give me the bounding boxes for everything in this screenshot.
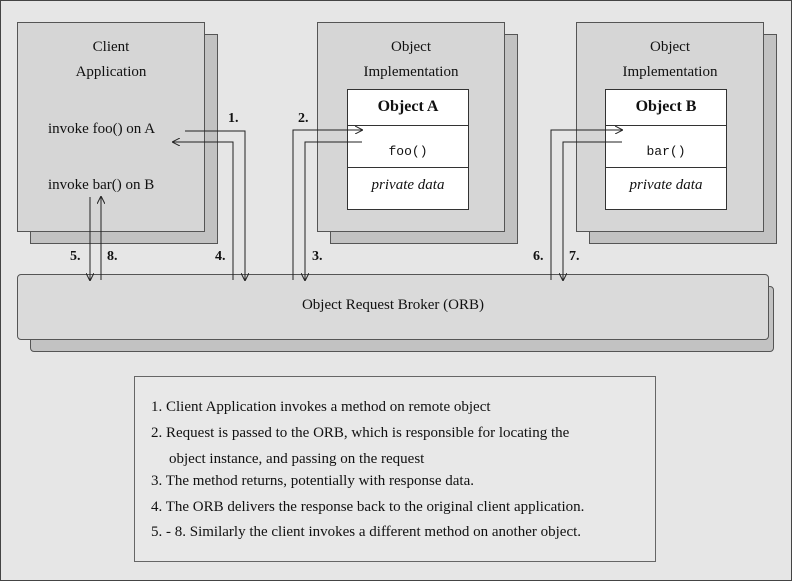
legend-line-6: 5. - 8. Similarly the client invokes a d… bbox=[151, 524, 582, 540]
object-a-name: Object A bbox=[377, 98, 439, 115]
legend-line-1: 1. Client Application invokes a method o… bbox=[151, 399, 491, 415]
object-b-method: bar() bbox=[646, 144, 686, 159]
object-a-method: foo() bbox=[388, 144, 428, 159]
impl-b-title-line1: Object bbox=[650, 39, 690, 55]
legend-line-5: 4. The ORB delivers the response back to… bbox=[151, 499, 585, 515]
object-b-box: Object B bar() private data bbox=[605, 89, 727, 210]
invoke-bar-label: invoke bar() on B bbox=[48, 177, 155, 193]
object-b-divider-1 bbox=[606, 125, 726, 126]
client-title-line1: Client bbox=[92, 39, 130, 55]
object-b-name: Object B bbox=[635, 98, 697, 115]
step-label-8: 8. bbox=[107, 249, 118, 264]
impl-a-title-line1: Object bbox=[391, 39, 431, 55]
orb-label: Object Request Broker (ORB) bbox=[301, 297, 485, 313]
arrow-step-4 bbox=[173, 142, 234, 280]
invoke-foo-label: invoke foo() on A bbox=[48, 121, 156, 137]
arrow-step-1 bbox=[185, 130, 245, 280]
object-a-divider-2 bbox=[348, 167, 468, 168]
legend-line-4: 3. The method returns, potentially with … bbox=[151, 473, 474, 489]
step-label-7: 7. bbox=[569, 249, 580, 264]
step-label-2: 2. bbox=[298, 111, 309, 126]
legend-line-3: object instance, and passing on the requ… bbox=[169, 451, 425, 467]
object-a-divider-1 bbox=[348, 125, 468, 126]
client-panel: Client Application invoke foo() on A inv… bbox=[17, 22, 205, 232]
client-title-line2: Application bbox=[75, 64, 147, 80]
step-label-5: 5. bbox=[70, 249, 81, 264]
object-b-private: private data bbox=[629, 177, 703, 193]
step-label-1: 1. bbox=[228, 111, 239, 126]
step-label-6: 6. bbox=[533, 249, 544, 264]
impl-a-title-line2: Implementation bbox=[363, 64, 459, 80]
legend-line-2: 2. Request is passed to the ORB, which i… bbox=[151, 425, 570, 441]
object-a-box: Object A foo() private data bbox=[347, 89, 469, 210]
step-label-4: 4. bbox=[215, 249, 226, 264]
arrow-step-6 bbox=[550, 130, 622, 280]
legend-box: 1. Client Application invokes a method o… bbox=[134, 376, 656, 562]
orb-bar: Object Request Broker (ORB) bbox=[17, 274, 769, 340]
impl-b-title-line2: Implementation bbox=[622, 64, 718, 80]
object-a-private: private data bbox=[371, 177, 445, 193]
arrow-step-3 bbox=[305, 141, 362, 280]
arrow-step-2 bbox=[292, 130, 362, 280]
object-b-divider-2 bbox=[606, 167, 726, 168]
step-label-3: 3. bbox=[312, 249, 323, 264]
arrow-step-7 bbox=[563, 141, 622, 280]
